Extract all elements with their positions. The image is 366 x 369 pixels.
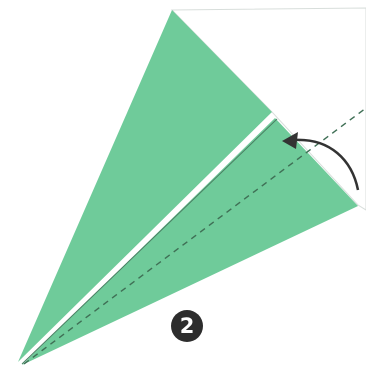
fold-arrowhead-icon — [282, 132, 298, 149]
upper-green-flap — [18, 10, 272, 362]
valley-fold-dashed-line — [23, 107, 366, 365]
curved-fold-arrow-icon — [293, 138, 360, 191]
fold-edge-line — [21, 118, 278, 365]
step-number-badge: 2 — [171, 310, 203, 342]
step-number: 2 — [179, 313, 195, 338]
flap-gap-line — [18, 112, 275, 365]
